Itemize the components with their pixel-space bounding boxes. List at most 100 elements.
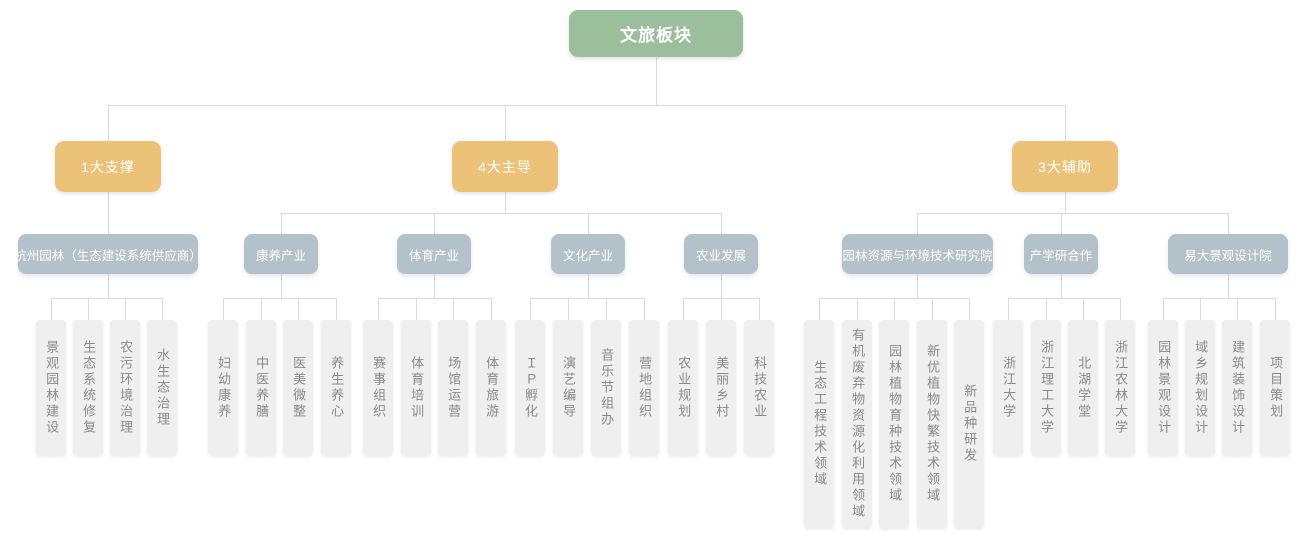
connector-line (51, 298, 52, 320)
leaf-node: 园林景观设计 (1148, 320, 1178, 455)
connector-line (721, 298, 722, 320)
leaf-node: 浙江大学 (993, 320, 1023, 455)
connector-line (1237, 298, 1238, 320)
connector-line (1065, 192, 1066, 213)
leaf-node-label: 浙江农林大学 (1113, 339, 1129, 436)
connector-line (434, 274, 435, 298)
category-node-label: 易大景观设计院 (1184, 248, 1272, 263)
root-node: 文旅板块 (569, 10, 743, 57)
leaf-node: 体育培训 (401, 320, 431, 455)
connector-line (261, 298, 262, 320)
leaf-node-label: 有机废弃物资源化利用领域 (850, 328, 866, 520)
connector-line (1163, 298, 1164, 320)
connector-line (530, 298, 645, 299)
connector-line (683, 298, 684, 320)
connector-line (588, 274, 589, 298)
connector-line (108, 105, 1066, 106)
connector-line (505, 105, 506, 141)
connector-line (530, 298, 531, 320)
connector-line (453, 298, 454, 320)
branch-node-auxiliary: 3大辅助 (1012, 141, 1118, 192)
leaf-node-label: 农污环境治理 (118, 339, 134, 436)
category-node-label: 园林资源与环境技术研究院 (842, 248, 993, 263)
branch-node-support: 1大支撑 (55, 141, 161, 192)
category-node-sports: 体育产业 (397, 234, 471, 274)
category-node-label: 产学研合作 (1029, 248, 1093, 263)
connector-line (857, 298, 858, 320)
connector-line (759, 298, 760, 320)
branch-node-leading: 4大主导 (452, 141, 558, 192)
connector-line (1228, 213, 1229, 234)
category-node-culture: 文化产业 (551, 234, 625, 274)
connector-line (1008, 298, 1121, 299)
leaf-node-label: 农业规划 (676, 355, 692, 420)
connector-line (932, 298, 933, 320)
connector-line (917, 274, 918, 298)
leaf-node: 场馆运营 (438, 320, 468, 455)
connector-line (1275, 298, 1276, 320)
connector-line (434, 213, 435, 234)
leaf-node: 营地组织 (629, 320, 659, 455)
connector-line (1061, 213, 1062, 234)
leaf-node: 新优植物快繁技术领域 (917, 320, 947, 528)
category-node-industry-academia: 产学研合作 (1024, 234, 1098, 274)
connector-line (644, 298, 645, 320)
leaf-node: 有机废弃物资源化利用领域 (842, 320, 872, 528)
connector-line (336, 298, 337, 320)
category-node-wellness: 康养产业 (244, 234, 318, 274)
leaf-node: 生态系统修复 (73, 320, 103, 455)
connector-line (51, 298, 163, 299)
leaf-node: 养生养心 (321, 320, 351, 455)
category-node-yida-design-institute: 易大景观设计院 (1168, 234, 1288, 274)
category-node-agriculture: 农业发展 (684, 234, 758, 274)
leaf-node: 浙江农林大学 (1105, 320, 1135, 455)
leaf-node: 新品种研发 (954, 320, 984, 528)
leaf-node-label: ＩＰ孵化 (523, 355, 539, 420)
connector-line (819, 298, 820, 320)
leaf-node-label: 体育旅游 (484, 355, 500, 420)
connector-line (588, 213, 589, 234)
leaf-node: 园林植物育种技术领域 (879, 320, 909, 528)
leaf-node-label: 域乡规划设计 (1193, 339, 1209, 436)
connector-line (606, 298, 607, 320)
connector-line (281, 213, 722, 214)
leaf-node-label: 园林植物育种技术领域 (887, 344, 903, 504)
leaf-node-label: 新品种研发 (962, 384, 978, 464)
connector-line (1061, 274, 1062, 298)
connector-line (917, 213, 1229, 214)
connector-line (1065, 105, 1066, 141)
leaf-node-label: 北湖学堂 (1076, 355, 1092, 420)
connector-line (281, 274, 282, 298)
leaf-node: 体育旅游 (476, 320, 506, 455)
category-node-label: 杭州园林（生态建设系统供应商） (14, 248, 202, 263)
connector-line (568, 298, 569, 320)
branch-node-label: 1大支撑 (81, 158, 135, 175)
leaf-node-label: 中医养膳 (254, 355, 270, 420)
leaf-node: 演艺编导 (553, 320, 583, 455)
leaf-node-label: 园林景观设计 (1156, 339, 1172, 436)
category-node-hangzhou-gardens: 杭州园林（生态建设系统供应商） (14, 234, 202, 274)
connector-line (281, 213, 282, 234)
leaf-node-label: 水生态治理 (155, 347, 171, 428)
leaf-node: 景观园林建设 (36, 320, 66, 455)
category-node-label: 文化产业 (562, 248, 613, 263)
leaf-node-label: 生态系统修复 (81, 339, 97, 436)
leaf-node: 赛事组织 (363, 320, 393, 455)
leaf-node: 生态工程技术领域 (804, 320, 834, 528)
leaf-node: 农业规划 (668, 320, 698, 455)
connector-line (223, 298, 337, 299)
leaf-node: 水生态治理 (147, 320, 177, 455)
connector-line (1008, 298, 1009, 320)
leaf-node: 美丽乡村 (706, 320, 736, 455)
connector-line (108, 274, 109, 298)
connector-line (917, 213, 918, 234)
connector-line (125, 298, 126, 320)
leaf-node-label: 医美微整 (291, 355, 307, 420)
leaf-node: 北湖学堂 (1068, 320, 1098, 455)
leaf-node: ＩＰ孵化 (515, 320, 545, 455)
connector-line (656, 57, 657, 105)
connector-line (1120, 298, 1121, 320)
leaf-node: 中医养膳 (246, 320, 276, 455)
branch-node-label: 3大辅助 (1038, 158, 1092, 175)
leaf-node: 项目策划 (1260, 320, 1290, 455)
